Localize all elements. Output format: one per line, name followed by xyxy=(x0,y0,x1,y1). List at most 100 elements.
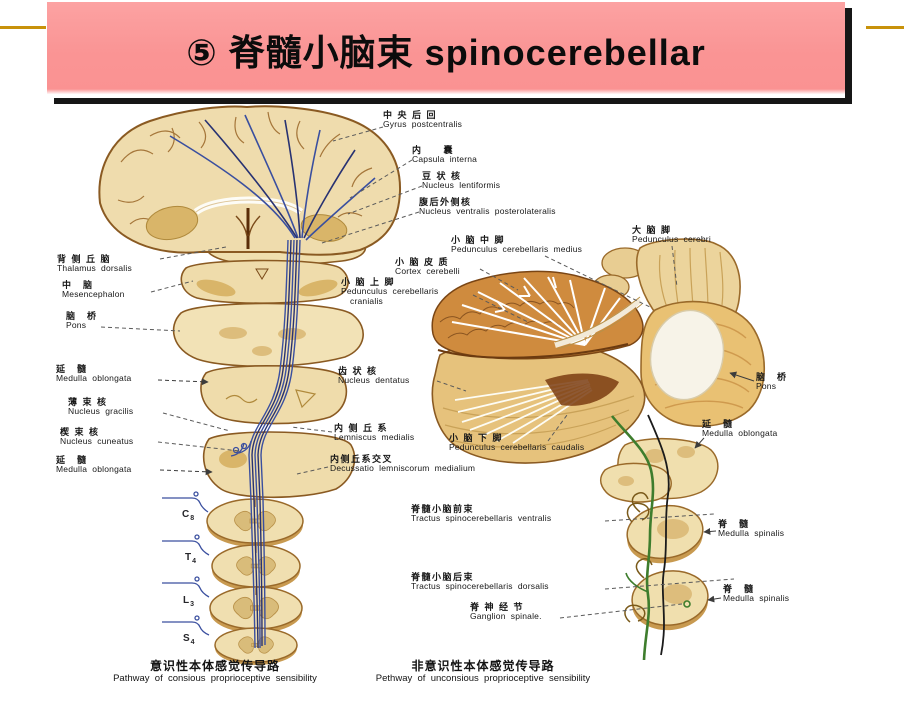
caption-conscious-en: Pathway of consious proprioceptive sensi… xyxy=(113,673,317,684)
label-text: Mesencephalon xyxy=(62,289,125,299)
label-text: 小 脑 皮 质 xyxy=(395,257,450,267)
label-text: 脑 桥 xyxy=(756,372,788,382)
label-text: 延 髓 xyxy=(56,364,88,374)
label-text: 中 央 后 回 xyxy=(383,110,438,120)
label-text: Pedunculus cerebellaris caudalis xyxy=(449,442,585,452)
label-text: 楔 束 核 xyxy=(60,427,100,437)
label-segment-l3: L3 xyxy=(183,595,196,608)
conscious-tract-fibers xyxy=(169,114,376,649)
label-text: Capsula interna xyxy=(412,154,478,164)
label-text: Medulla oblongata xyxy=(56,464,132,474)
label-text: Gyrus postcentralis xyxy=(383,119,463,129)
cerebrum-coronal-section xyxy=(98,105,402,256)
label-segment-c8: C8 xyxy=(182,509,196,522)
label-text: 小 脑 中 脚 xyxy=(451,235,506,245)
label-text: Nucleus gracilis xyxy=(68,406,134,416)
caption-conscious-cn: 意识性本体感觉传导路 xyxy=(149,659,280,673)
label-text: Nucleus cuneatus xyxy=(60,436,134,446)
label-text: 内 侧 丘 系 xyxy=(334,423,389,433)
label-text: Pons xyxy=(66,320,87,330)
label-text: Pons xyxy=(756,381,777,391)
label-text: 薄 束 核 xyxy=(68,397,108,407)
cerebellum xyxy=(431,270,725,464)
label-text: Pedunculus cerebellaris xyxy=(341,286,439,296)
leader-arrows xyxy=(157,371,755,603)
label-text: Ganglion spinale. xyxy=(470,611,542,621)
label-text: cranialis xyxy=(350,295,383,306)
label-text: Nucleus dentatus xyxy=(338,375,410,385)
label-text: 背 侧 丘 脑 xyxy=(57,254,112,264)
label-text: 脊 髓 xyxy=(723,584,755,594)
label-text: Pedunculus cerebri xyxy=(632,234,711,244)
label-text: 大 脑 脚 xyxy=(632,225,672,235)
label-text: 豆 状 核 xyxy=(422,171,462,181)
label-text: 小 脑 下 脚 xyxy=(449,433,504,443)
label-text: 内侧丘系交叉 xyxy=(330,454,394,464)
label-text: 脊 神 经 节 xyxy=(470,602,525,612)
label-text: Tractus spinocerebellaris dorsalis xyxy=(411,581,549,591)
label-text: 延 髓 xyxy=(702,419,734,429)
label-text: 腹后外侧核 xyxy=(419,197,472,207)
label-segment-t4: T4 xyxy=(185,552,198,565)
label-text: 中 脑 xyxy=(62,280,94,290)
label-text: Thalamus dorsalis xyxy=(57,263,132,273)
label-text: 脊 髓 xyxy=(718,519,750,529)
slide-title: ⑤ 脊髓小脑束 spinocerebellar xyxy=(186,32,706,73)
label-text: Medulla spinalis xyxy=(718,528,785,538)
label-text: Nucleus lentiformis xyxy=(422,180,501,190)
label-text: Medulla oblongata xyxy=(56,373,132,383)
label-text: Lemniscus medialis xyxy=(334,432,415,442)
label-text: 齿 状 核 xyxy=(338,366,378,376)
spinal-cord-sections-right xyxy=(624,492,709,631)
label-text: Pedunculus cerebellaris medius xyxy=(451,244,583,254)
title-banner: ⑤ 脊髓小脑束 spinocerebellar xyxy=(47,2,845,98)
label-text: 脊髓小脑后束 xyxy=(411,572,475,582)
label-text: 脑 桥 xyxy=(66,311,98,321)
leader-lines xyxy=(100,126,735,619)
label-text: Tractus spinocerebellaris ventralis xyxy=(411,513,552,523)
label-text: 内 囊 xyxy=(412,145,455,155)
label-text: Decussatio lemniscorum medialium xyxy=(330,463,476,473)
caption-unconscious-cn: 非意识性本体感觉传导路 xyxy=(411,659,555,673)
accent-line-left xyxy=(0,26,46,29)
label-text: 延 髓 xyxy=(56,455,88,465)
label-text: Medulla oblongata xyxy=(702,428,778,438)
label-text: Medulla spinalis xyxy=(723,593,790,603)
caption-unconscious-en: Pethway of unconsious proprioceptive sen… xyxy=(375,673,591,684)
caption-conscious-pathway: 意识性本体感觉传导路 Pathway of consious proprioce… xyxy=(70,659,360,684)
accent-line-right xyxy=(866,26,904,29)
label-text: 小 脑 上 脚 xyxy=(341,277,396,287)
caption-unconscious-pathway: 非意识性本体感觉传导路 Pethway of unconsious propri… xyxy=(338,659,628,684)
label-text: Cortex cerebelli xyxy=(395,266,460,276)
brainstem-sections-left xyxy=(172,231,367,499)
label-text: 脊髓小脑前束 xyxy=(411,504,475,514)
